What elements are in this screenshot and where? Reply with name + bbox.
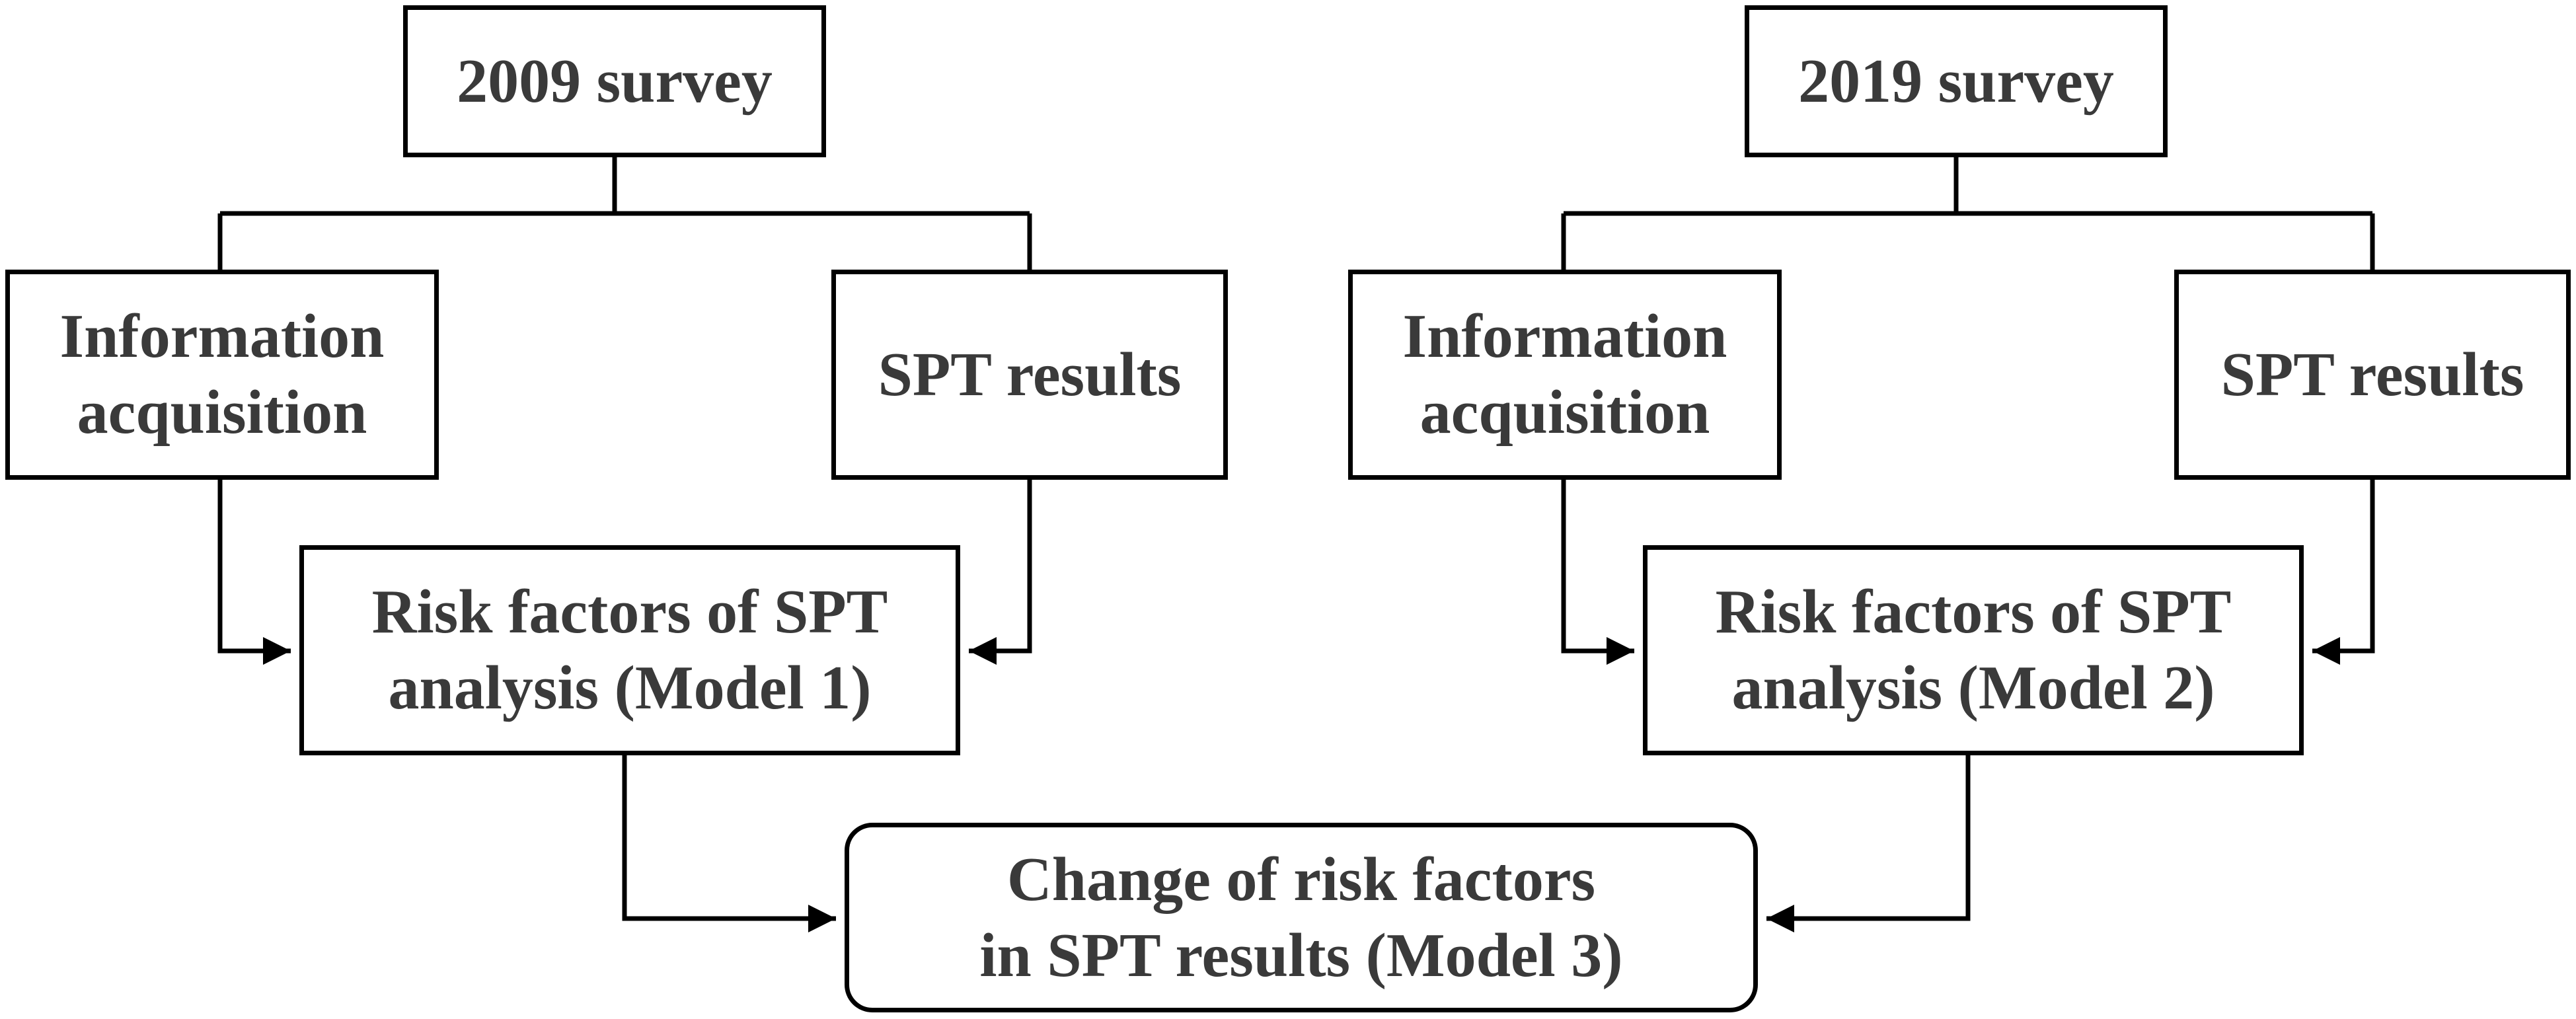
box-model-3: Change of risk factors in SPT results (M…	[845, 823, 1758, 1012]
box-information-acquisition-2019: Information acquisition	[1348, 270, 1782, 480]
label-spt-results-2019: SPT results	[2220, 340, 2524, 409]
label-model-2: Risk factors of SPT analysis (Model 2)	[1715, 578, 2232, 722]
label-information-acquisition-2019: Information acquisition	[1402, 302, 1727, 447]
arrow-info-to-model1	[217, 480, 291, 665]
box-model-2: Risk factors of SPT analysis (Model 2)	[1643, 545, 2304, 755]
arrow-info-to-model2	[1561, 480, 1634, 665]
box-2019-survey: 2019 survey	[1745, 5, 2168, 157]
label-information-acquisition-2009: Information acquisition	[59, 302, 385, 447]
arrow-spt-to-model1	[969, 480, 1032, 665]
label-model-3: Change of risk factors in SPT results (M…	[979, 845, 1623, 990]
label-spt-results-2009: SPT results	[878, 340, 1182, 409]
label-model-1: Risk factors of SPT analysis (Model 1)	[371, 578, 888, 722]
arrow-spt-to-model2	[2312, 480, 2375, 665]
box-model-1: Risk factors of SPT analysis (Model 1)	[299, 545, 960, 755]
box-information-acquisition-2009: Information acquisition	[5, 270, 439, 480]
label-2019-survey: 2019 survey	[1798, 46, 2114, 116]
label-2009-survey: 2009 survey	[457, 46, 773, 116]
line-2009-survey-split	[217, 157, 1032, 270]
arrow-model1-to-model3	[622, 755, 836, 932]
box-spt-results-2019: SPT results	[2174, 270, 2571, 480]
arrow-model2-to-model3	[1766, 755, 1971, 932]
line-2019-survey-split	[1561, 157, 2375, 270]
box-2009-survey: 2009 survey	[403, 5, 826, 157]
box-spt-results-2009: SPT results	[831, 270, 1228, 480]
